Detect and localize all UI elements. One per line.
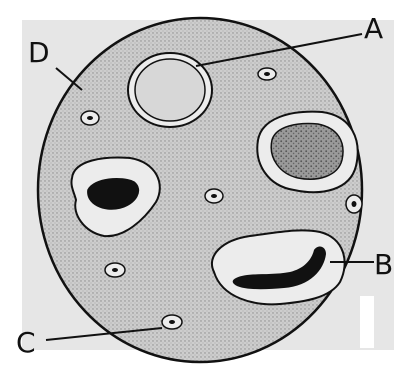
- small-organelle: [112, 268, 118, 272]
- label-b: B: [374, 248, 393, 281]
- white-margin-mark: [360, 296, 374, 348]
- body-b: [212, 230, 345, 304]
- small-organelle: [87, 116, 93, 120]
- small-organelle: [169, 320, 175, 324]
- label-d: D: [28, 36, 50, 69]
- granular-body: [257, 112, 357, 192]
- small-organelle: [352, 201, 357, 207]
- label-a: A: [364, 12, 383, 45]
- vacuole-a: [128, 53, 212, 127]
- label-c: C: [16, 326, 36, 359]
- small-organelle: [211, 194, 217, 198]
- small-organelle: [264, 72, 270, 76]
